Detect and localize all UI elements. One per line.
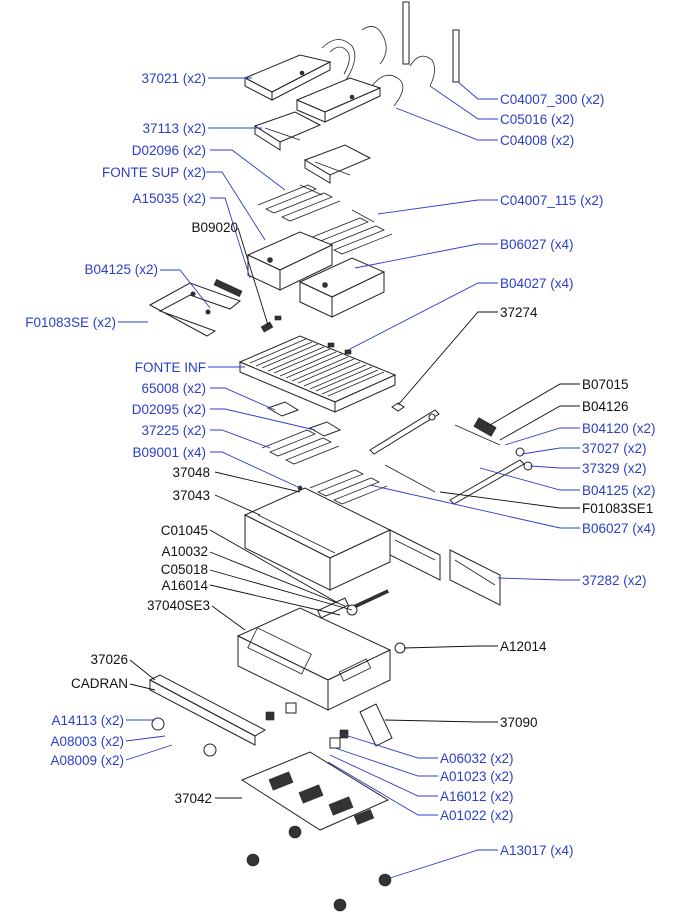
leader-lines: [118, 77, 580, 879]
label-c04007-300: C04007_300 (x2): [500, 92, 604, 107]
label-b09020: B09020: [191, 220, 238, 235]
label-37329: 37329 (x2): [582, 461, 647, 476]
label-37282: 37282 (x2): [582, 573, 647, 588]
part-labels: 37021 (x2) 37113 (x2) D02096 (x2) FONTE …: [25, 71, 655, 858]
label-a08009: A08009 (x2): [50, 753, 124, 768]
label-37113: 37113 (x2): [142, 121, 206, 136]
label-a08003: A08003 (x2): [50, 734, 124, 749]
label-37021: 37021 (x2): [141, 71, 206, 86]
label-a16012: A16012 (x2): [440, 789, 514, 804]
label-b06027-top: B06027 (x4): [500, 237, 574, 252]
label-d02096: D02096 (x2): [132, 143, 206, 158]
label-a12014: A12014: [500, 639, 547, 654]
label-37090: 37090: [500, 715, 538, 730]
label-37048: 37048: [172, 465, 210, 480]
label-c05018: C05018: [161, 562, 208, 577]
label-b09001: B09001 (x4): [132, 445, 206, 460]
label-b04125-left: B04125 (x2): [84, 262, 158, 277]
label-b04027: B04027 (x4): [500, 276, 574, 291]
label-37043: 37043: [172, 488, 210, 503]
label-a01022: A01022 (x2): [440, 808, 514, 823]
label-c01045: C01045: [161, 523, 208, 538]
label-37225: 37225 (x2): [141, 423, 206, 438]
label-b06027-bottom: B06027 (x4): [582, 521, 656, 536]
label-37042: 37042: [174, 791, 212, 806]
label-b04126: B04126: [582, 399, 629, 414]
parts-illustration: [148, 1, 533, 912]
label-65008: 65008 (x2): [141, 381, 206, 396]
label-37026: 37026: [90, 652, 128, 667]
label-37274: 37274: [500, 305, 538, 320]
label-a13017: A13017 (x4): [500, 843, 574, 858]
label-d02095: D02095 (x2): [132, 402, 206, 417]
label-37040se3: 37040SE3: [147, 598, 210, 613]
label-a01023: A01023 (x2): [440, 769, 514, 784]
label-c04007-115: C04007_115 (x2): [500, 193, 603, 208]
label-f01083se: F01083SE (x2): [25, 315, 116, 330]
label-c05016: C05016 (x2): [500, 112, 574, 127]
label-b04125-right: B04125 (x2): [582, 483, 656, 498]
label-c04008: C04008 (x2): [500, 133, 574, 148]
label-cadran: CADRAN: [71, 676, 128, 691]
label-a14113: A14113 (x2): [51, 713, 124, 728]
label-a06032: A06032 (x2): [440, 751, 514, 766]
label-b04120: B04120 (x2): [582, 421, 656, 436]
label-b07015: B07015: [582, 377, 629, 392]
label-a16014: A16014: [161, 578, 208, 593]
label-fonte-sup: FONTE SUP (x2): [102, 165, 206, 180]
label-a15035: A15035 (x2): [132, 191, 206, 206]
label-37027: 37027 (x2): [582, 441, 647, 456]
label-fonte-inf: FONTE INF: [135, 360, 206, 375]
label-a10032: A10032: [161, 544, 208, 559]
label-f01083se1: F01083SE1: [582, 501, 653, 516]
